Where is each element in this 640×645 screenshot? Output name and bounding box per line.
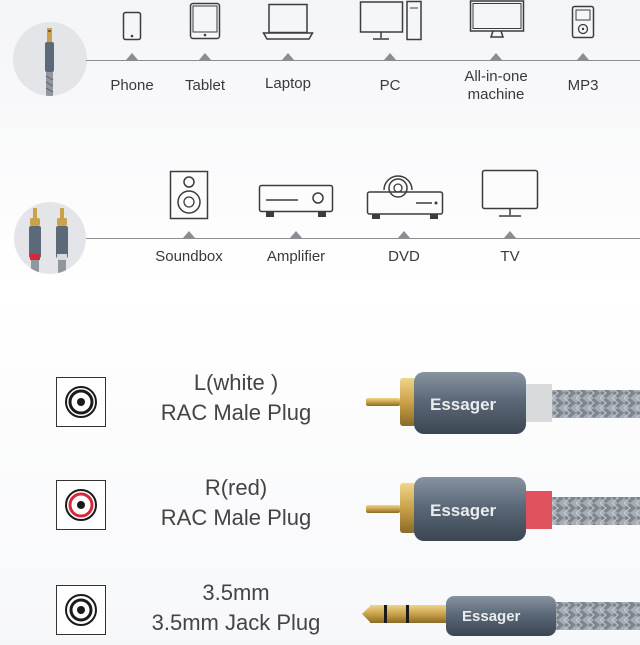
amplifier-icon	[258, 184, 334, 220]
all-in-one-tick	[490, 53, 502, 60]
mp3-tick	[577, 53, 589, 60]
dvd-icon	[366, 170, 444, 222]
rca-plugs-thumbnail	[14, 202, 86, 274]
plug-label-white: L(white ) RAC Male Plug	[106, 368, 366, 428]
soundbox-tick	[183, 231, 195, 238]
jack-35mm-icon	[56, 585, 106, 635]
tv-icon	[481, 169, 539, 219]
speaker-icon	[169, 170, 209, 220]
jack-plug-brand: Essager	[462, 608, 521, 625]
white-plug-title: L(white )	[193, 370, 279, 395]
jack-plug-title: 3.5mm	[202, 580, 270, 605]
laptop-tick	[282, 53, 294, 60]
device-label-all-in-one: All-in-one machine	[441, 68, 551, 104]
dvd-tick	[398, 231, 410, 238]
tv-tick	[504, 231, 516, 238]
pc-icon	[359, 0, 423, 42]
device-label-amplifier: Amplifier	[266, 248, 326, 265]
all-in-one-label-line2: machine	[467, 86, 525, 103]
device-label-pc: PC	[379, 77, 401, 94]
row1-line	[86, 60, 640, 61]
mp3-icon	[571, 5, 595, 39]
jack-35mm-plug: Essager	[360, 590, 640, 645]
red-plug-desc: RAC Male Plug	[160, 505, 312, 530]
white-plug-desc: RAC Male Plug	[160, 400, 312, 425]
device-label-mp3: MP3	[567, 77, 599, 94]
phone-tick	[126, 53, 138, 60]
plug-label-red: R(red) RAC Male Plug	[106, 473, 366, 533]
phone-icon	[122, 11, 142, 41]
plug-label-35mm: 3.5mm 3.5mm Jack Plug	[106, 578, 366, 638]
laptop-icon	[262, 3, 314, 41]
jack-plug-desc: 3.5mm Jack Plug	[151, 610, 321, 635]
device-label-soundbox: Soundbox	[155, 248, 223, 265]
red-rca-plug: Essager	[360, 473, 640, 550]
all-in-one-icon	[469, 0, 525, 40]
device-label-dvd: DVD	[388, 248, 420, 265]
row2-line	[86, 238, 640, 239]
tablet-tick	[199, 53, 211, 60]
red-plug-brand: Essager	[430, 501, 497, 520]
white-plug-brand: Essager	[430, 395, 497, 414]
all-in-one-label-line1: All-in-one	[464, 68, 528, 85]
tablet-icon	[189, 2, 221, 40]
amplifier-tick	[290, 231, 302, 238]
device-label-laptop: Laptop	[265, 75, 311, 92]
red-jack-icon	[56, 480, 106, 530]
device-label-tv: TV	[500, 248, 520, 265]
device-label-tablet: Tablet	[184, 77, 226, 94]
white-rca-plug: Essager	[360, 368, 640, 445]
aux-jack-thumbnail	[13, 22, 87, 96]
pc-tick	[384, 53, 396, 60]
device-label-phone: Phone	[110, 77, 154, 94]
red-plug-title: R(red)	[204, 475, 268, 500]
white-jack-icon	[56, 377, 106, 427]
